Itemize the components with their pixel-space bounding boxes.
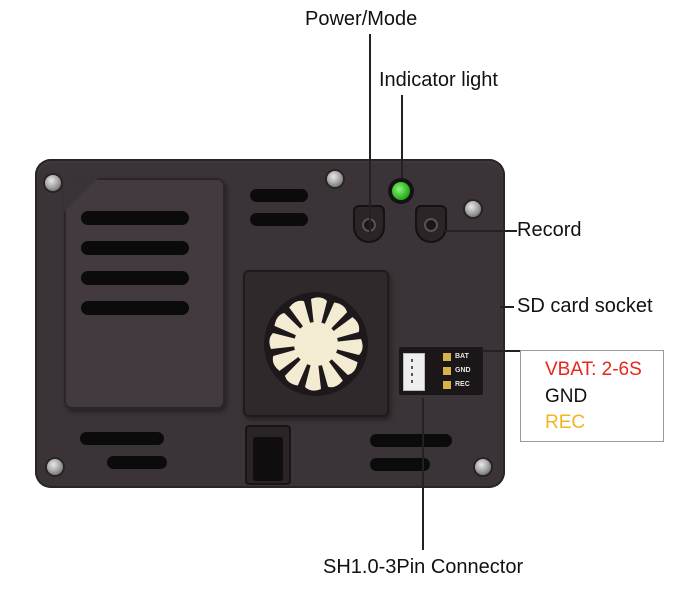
indicator-led bbox=[388, 178, 414, 204]
screw-icon bbox=[45, 175, 61, 191]
vent-slot bbox=[107, 456, 167, 469]
vent-slot bbox=[81, 271, 189, 285]
bat-pad-label: BAT bbox=[455, 353, 469, 360]
vent-slot bbox=[80, 432, 164, 445]
fan-icon bbox=[264, 292, 368, 396]
power-mode-label: Power/Mode bbox=[305, 8, 418, 30]
screw-icon bbox=[47, 459, 63, 475]
connector-label: SH1.0-3Pin Connector bbox=[323, 556, 524, 578]
vent-slot bbox=[370, 434, 452, 447]
vent-slot bbox=[250, 213, 308, 226]
power-leader-line bbox=[369, 34, 371, 234]
sd-card-cover bbox=[64, 178, 225, 409]
vent-slot bbox=[81, 241, 189, 255]
gnd-pad-label: GND bbox=[455, 367, 471, 374]
record-label: Record bbox=[517, 219, 582, 241]
gnd-pad bbox=[443, 367, 451, 375]
usb-port[interactable] bbox=[245, 425, 291, 485]
sd-leader-line bbox=[500, 306, 514, 308]
rec-pad bbox=[443, 381, 451, 389]
pinout-box: VBAT: 2-6S GND REC bbox=[520, 350, 664, 442]
sh1-3pin-connector[interactable]: BAT GND REC bbox=[399, 347, 483, 395]
screw-icon bbox=[327, 171, 343, 187]
pin-vbat: VBAT: 2-6S bbox=[545, 359, 642, 380]
bat-pad bbox=[443, 353, 451, 361]
sd-card-socket-label: SD card socket bbox=[517, 295, 653, 317]
pin-rec: REC bbox=[545, 412, 586, 433]
connector-port bbox=[403, 353, 425, 391]
indicator-leader-line bbox=[401, 95, 403, 178]
record-leader-line bbox=[445, 230, 517, 232]
vent-slot bbox=[81, 211, 189, 225]
cooling-fan bbox=[243, 270, 389, 417]
vent-slot bbox=[81, 301, 189, 315]
screw-icon bbox=[465, 201, 481, 217]
record-button[interactable] bbox=[415, 205, 447, 243]
indicator-light-label: Indicator light bbox=[379, 69, 498, 91]
vent-slot bbox=[370, 458, 430, 471]
pinout-leader-line bbox=[482, 350, 520, 352]
screw-icon bbox=[475, 459, 491, 475]
connector-leader-line bbox=[422, 398, 424, 550]
rec-pad-label: REC bbox=[455, 381, 470, 388]
camera-module: BAT GND REC bbox=[35, 159, 505, 488]
vent-slot bbox=[250, 189, 308, 202]
pin-gnd: GND bbox=[545, 386, 588, 407]
